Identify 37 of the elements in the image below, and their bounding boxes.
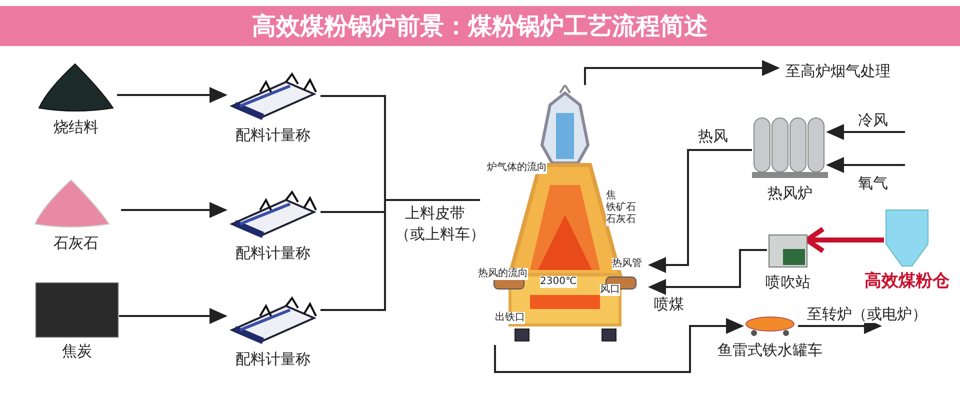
node-label: 鱼雷式铁水罐车	[718, 341, 822, 359]
part-label: 出铁口	[495, 312, 525, 324]
edge-label: 冷风	[856, 112, 890, 129]
part-label: 热风管	[612, 258, 642, 270]
arrow	[494, 318, 744, 373]
arrow	[648, 149, 752, 273]
connector-line	[320, 199, 480, 311]
node-label: 热风炉	[768, 184, 812, 202]
part-label: 焦	[606, 190, 616, 202]
arrow	[117, 87, 228, 103]
title-banner: 高效煤粉锅炉前景：煤粉锅炉工艺流程简述	[0, 6, 960, 46]
node-label: 高效煤粉仓	[864, 272, 950, 290]
part-label: 上料皮带	[405, 205, 465, 222]
node-label: 石灰石	[54, 234, 98, 252]
arrow	[648, 249, 767, 295]
node-label: 焦炭	[62, 342, 92, 360]
node-label: 配料计量称	[236, 350, 310, 368]
arrow	[826, 124, 905, 140]
node-label: 烧结料	[54, 118, 98, 136]
part-label: 风口	[600, 284, 620, 296]
edge-label: 喷煤	[652, 296, 686, 313]
node-label: 配料计量称	[236, 244, 310, 262]
arrow	[584, 60, 780, 85]
node-label: 喷吹站	[766, 273, 810, 291]
part-label: 石灰石	[606, 214, 636, 226]
arrow	[804, 226, 884, 254]
part-label: 热风的流向	[478, 268, 528, 280]
node-label: 配料计量称	[236, 126, 310, 144]
part-label: 2300℃	[540, 276, 577, 288]
arrow	[826, 157, 905, 173]
arrow	[121, 202, 228, 218]
part-label: 铁矿石	[606, 202, 636, 214]
part-label: 炉气体的流向	[487, 162, 547, 174]
node-label: 至高炉烟气处理	[786, 62, 890, 80]
edge-label: 氧气	[856, 175, 890, 192]
arrow	[119, 308, 228, 324]
edge-label: 热风	[696, 128, 730, 145]
